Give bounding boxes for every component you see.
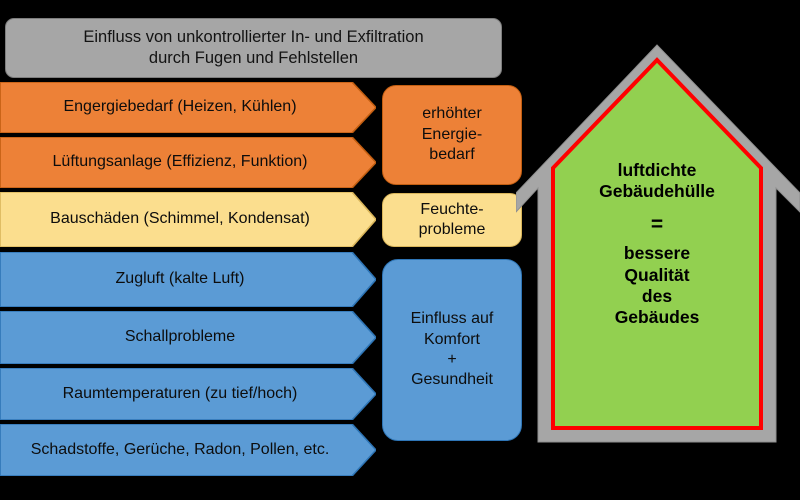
house-equals: = (650, 212, 664, 236)
result-line: + (447, 351, 457, 368)
arrow-label: Zugluft (kalte Luft) (115, 270, 245, 288)
house-line: Gebäudes (614, 307, 700, 328)
arrow-shape (0, 137, 376, 188)
arrow-label: Schallprobleme (124, 328, 236, 346)
arrow-schadstoffe: Schadstoffe, Gerüche, Radon, Pollen, etc… (0, 424, 376, 476)
house-graphic: luftdichte Gebäudehülle = bessere Qualit… (515, 40, 800, 450)
result-box-comfort: Einfluss auf Komfort + Gesundheit (382, 259, 522, 441)
house-line: bessere (623, 243, 691, 264)
arrow-bauschaeden: Bauschäden (Schimmel, Kondensat) (0, 192, 376, 247)
house-line: des (641, 285, 673, 306)
arrow-lueftungsanlage: Lüftungsanlage (Effizienz, Funktion) (0, 137, 376, 188)
result-line: Einfluss auf (410, 310, 494, 328)
arrow-zugluft: Zugluft (kalte Luft) (0, 252, 376, 307)
house-line: Qualität (624, 264, 690, 285)
header-banner: Einfluss von unkontrollierter In- und Ex… (5, 18, 502, 78)
arrow-label: Lüftungsanlage (Effizienz, Funktion) (52, 153, 308, 171)
header-line-1: Einfluss von unkontrollierter In- und Ex… (83, 27, 424, 46)
arrow-energiebedarf: Engergiebedarf (Heizen, Kühlen) (0, 82, 376, 133)
result-line: probleme (418, 221, 486, 238)
house-line: Gebäudehülle (599, 181, 715, 202)
arrow-shape (0, 192, 376, 247)
result-line: Energie- (421, 125, 483, 143)
result-line: Feuchte- (420, 200, 484, 218)
arrow-raumtemperaturen: Raumtemperaturen (zu tief/hoch) (0, 368, 376, 420)
house-line: luftdichte (617, 160, 697, 180)
arrow-label: Raumtemperaturen (zu tief/hoch) (62, 384, 298, 402)
arrow-shape (0, 424, 376, 476)
arrow-label: Bauschäden (Schimmel, Kondensat) (50, 210, 310, 228)
header-line-2: durch Fugen und Fehlstellen (148, 49, 359, 67)
result-line: erhöhter (422, 105, 482, 123)
house-shape (515, 44, 800, 443)
arrow-shape (0, 252, 376, 307)
arrow-shape (0, 368, 376, 420)
result-box-moisture: Feuchte- probleme (382, 193, 522, 247)
arrow-shape (0, 82, 376, 133)
result-line: Gesundheit (411, 371, 493, 389)
arrow-label: Engergiebedarf (Heizen, Kühlen) (63, 98, 297, 116)
result-box-energy: erhöhter Energie- bedarf (382, 85, 522, 185)
arrow-shape (0, 311, 376, 364)
arrow-schallprobleme: Schallprobleme (0, 311, 376, 364)
result-line: Komfort (423, 330, 480, 348)
house-text-block: luftdichte Gebäudehülle = bessere Qualit… (538, 160, 776, 329)
arrow-label: Schadstoffe, Gerüche, Radon, Pollen, etc… (30, 440, 330, 458)
result-line: bedarf (429, 146, 475, 164)
